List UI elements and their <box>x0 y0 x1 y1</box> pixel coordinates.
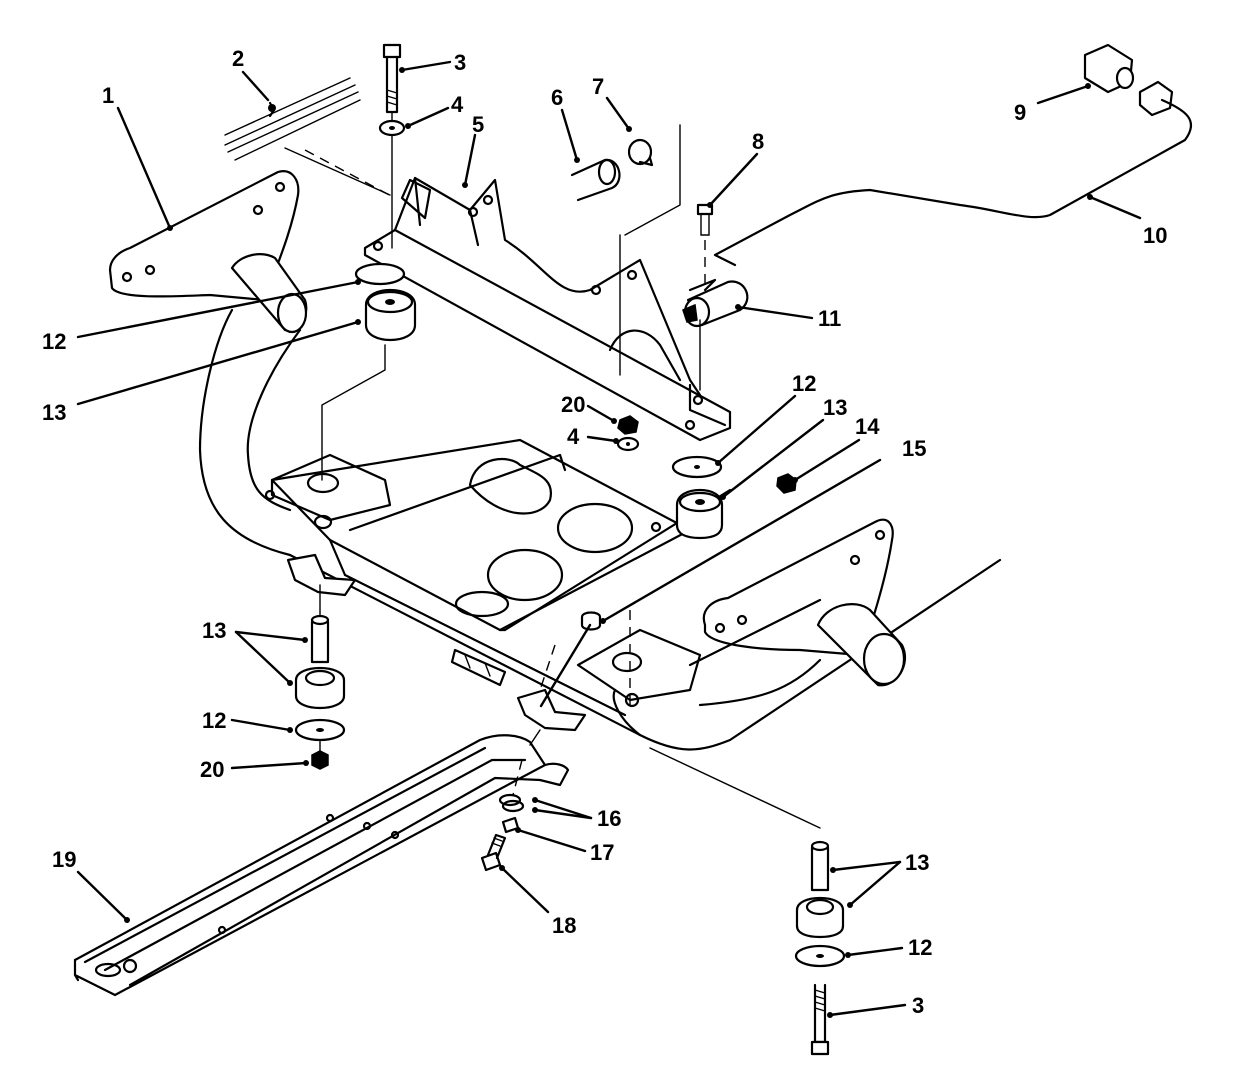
sleeve-guide <box>619 124 681 376</box>
callout-13-right: 13 <box>823 395 847 420</box>
bolt-3-top <box>382 43 402 249</box>
lower-right-stack <box>629 610 846 1056</box>
springs-16 <box>498 759 525 813</box>
leader-dots <box>124 67 1093 1018</box>
callout-19: 19 <box>52 847 76 872</box>
callout-11: 11 <box>818 306 841 331</box>
callout-15: 15 <box>902 436 926 461</box>
hose-sleeve <box>570 158 621 202</box>
plug-15 <box>580 611 602 631</box>
callout-20-lower-left: 20 <box>200 757 224 782</box>
front-tabs <box>286 553 587 732</box>
callout-17: 17 <box>590 840 614 865</box>
callout-13-top-left: 13 <box>42 400 66 425</box>
callout-3-bottom: 3 <box>912 993 924 1018</box>
hose-clamp <box>627 138 654 167</box>
callout-12-lower-right: 12 <box>908 935 932 960</box>
callout-12-top-left: 12 <box>42 329 66 354</box>
mounting-bracket <box>363 176 732 442</box>
callout-1: 1 <box>102 83 114 108</box>
washer-12-right <box>671 455 723 479</box>
frame-rails <box>224 77 396 199</box>
callout-18: 18 <box>552 913 576 938</box>
callout-13-lower-left: 13 <box>202 618 226 643</box>
lower-left-stack <box>294 584 346 770</box>
callout-3-top: 3 <box>454 50 466 75</box>
fitting <box>1083 43 1174 117</box>
callout-4-top: 4 <box>451 92 464 117</box>
callout-20-top: 20 <box>561 392 585 417</box>
skid-rail <box>73 644 570 997</box>
callout-10: 10 <box>1143 223 1167 248</box>
fuel-line <box>713 98 1192 267</box>
isolator-13-top-left <box>321 288 417 481</box>
callout-8: 8 <box>752 129 764 154</box>
callout-5: 5 <box>472 112 484 137</box>
screw-8 <box>696 203 714 391</box>
right-bracket <box>702 518 907 687</box>
leader-lines <box>76 60 1142 1017</box>
callout-labels: 1 2 3 4 5 6 7 8 9 10 11 12 13 20 4 12 13… <box>42 46 1167 1018</box>
callout-7: 7 <box>592 74 604 99</box>
isolator-13-right <box>675 488 724 540</box>
washer-12-top-left <box>354 262 406 286</box>
callout-13-lower-right: 13 <box>905 850 929 875</box>
callout-4-mid: 4 <box>567 424 580 449</box>
callout-16: 16 <box>597 806 621 831</box>
callout-6: 6 <box>551 85 563 110</box>
callout-2: 2 <box>232 46 244 71</box>
callout-12-lower-left: 12 <box>202 708 226 733</box>
connector-fitting <box>682 278 749 328</box>
callout-14: 14 <box>855 414 880 439</box>
left-bracket <box>108 170 308 334</box>
main-frame <box>198 308 1002 751</box>
bolt-18 <box>480 833 507 872</box>
callout-12-right: 12 <box>792 371 816 396</box>
callout-9: 9 <box>1014 100 1026 125</box>
nut-20-top <box>617 415 639 435</box>
nut-14 <box>776 473 797 494</box>
